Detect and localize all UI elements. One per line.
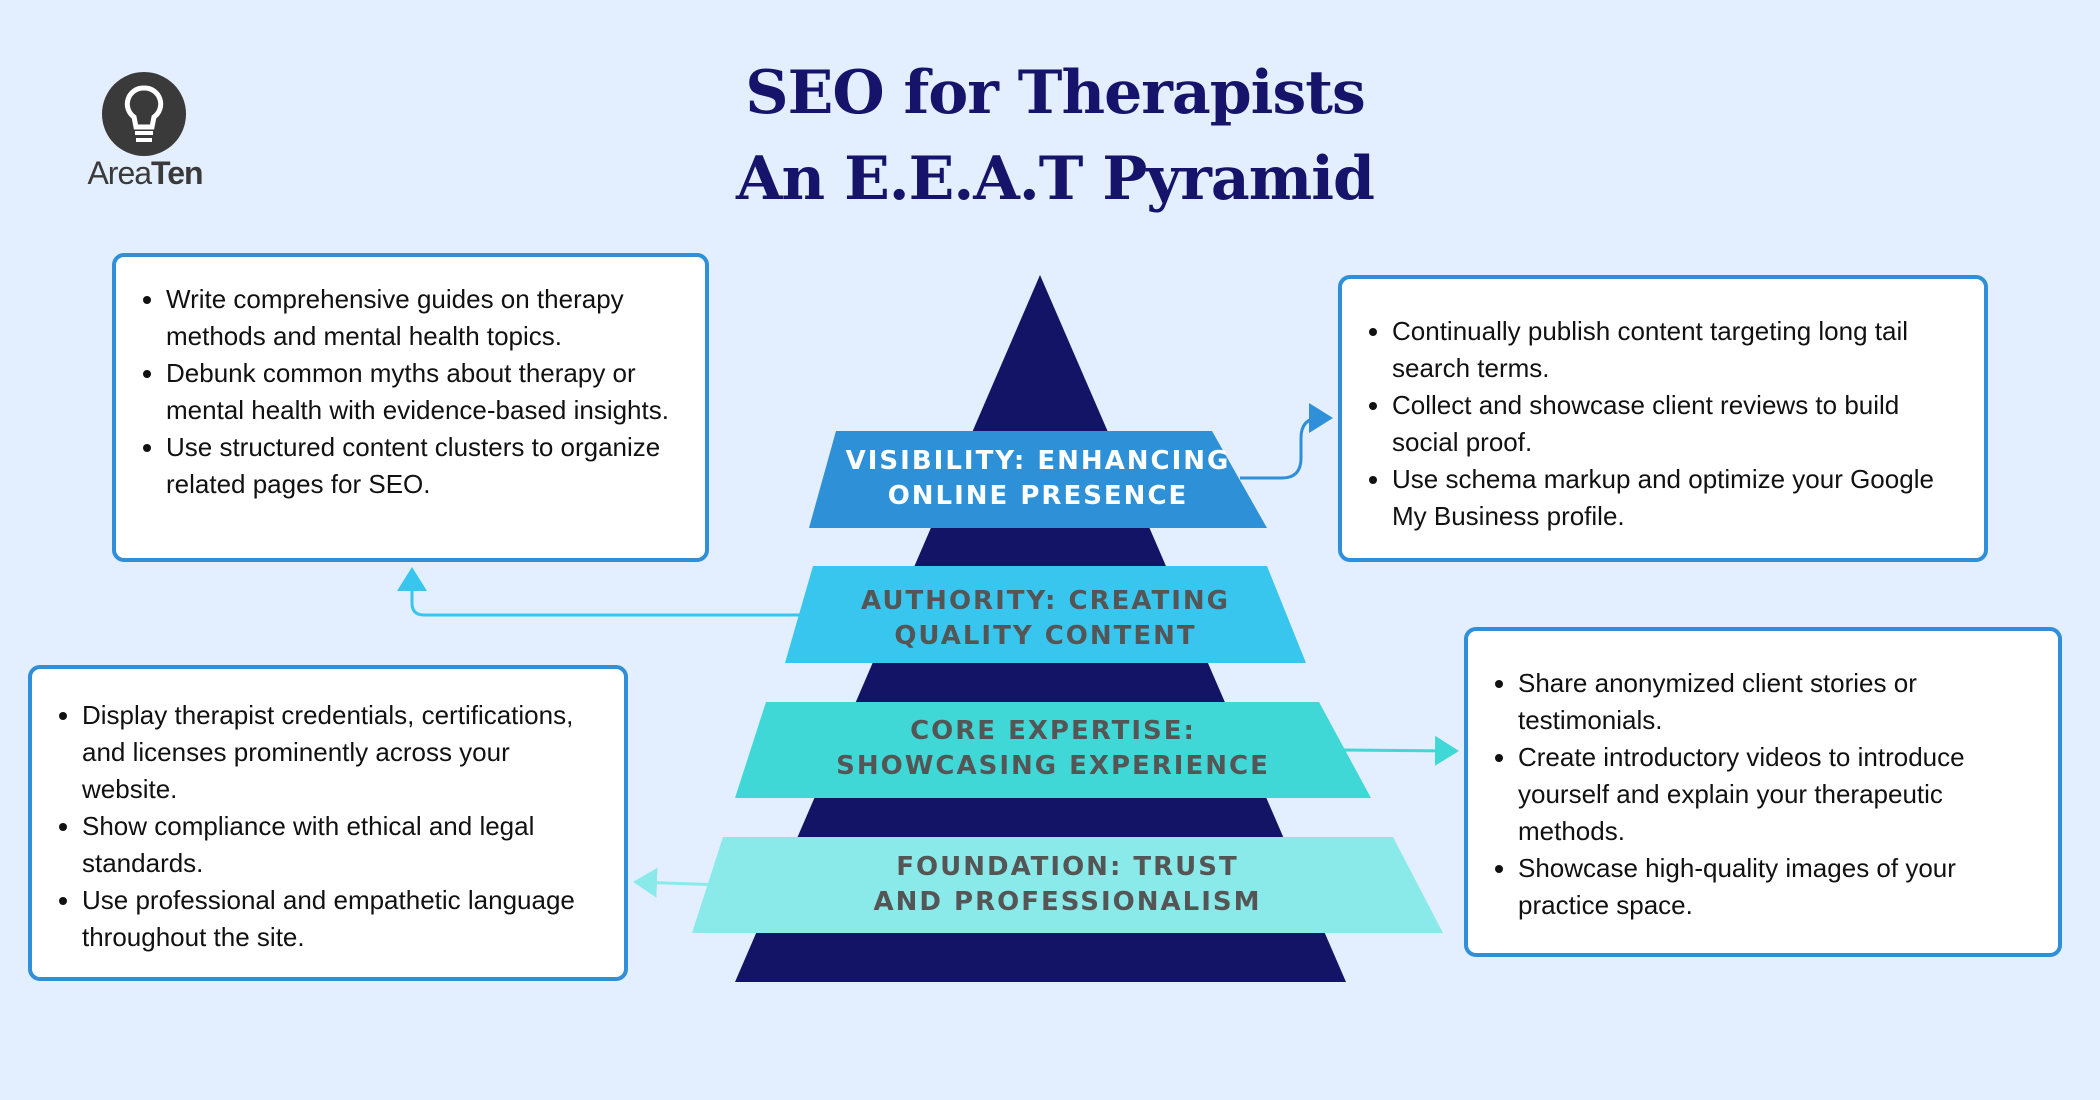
authority-tips-box: Write comprehensive guides on therapy me… [112,253,709,562]
lightbulb-icon [102,72,186,156]
list-item: Display therapist credentials, certifica… [82,697,604,808]
list-item: Use structured content clusters to organ… [166,429,685,503]
band-foundation [692,837,1443,933]
expertise-tips-box: Share anonymized client stories or testi… [1464,627,2062,957]
list-item: Use professional and empathetic language… [82,882,604,956]
list-item: Use schema markup and optimize your Goog… [1392,461,1968,535]
list-item: Collect and showcase client reviews to b… [1392,387,1968,461]
list-item: Share anonymized client stories or testi… [1518,665,2038,739]
band-authority [785,566,1306,663]
band-expertise [735,702,1371,798]
list-item: Continually publish content targeting lo… [1392,313,1968,387]
list-item: Write comprehensive guides on therapy me… [166,281,685,355]
list-item: Debunk common myths about therapy or men… [166,355,685,429]
band-visibility [809,431,1267,528]
visibility-tips-box: Continually publish content targeting lo… [1338,275,1988,562]
level-expertise: CORE EXPERTISE:SHOWCASING EXPERIENCE [836,716,1270,781]
logo-text: AreaTen [87,155,203,191]
connector-authority [397,567,810,617]
foundation-tips-box: Display therapist credentials, certifica… [28,665,628,981]
list-item: Create introductory videos to introduce … [1518,739,2038,850]
page-subtitle: An E.E.A.T Pyramid [736,144,1375,214]
list-item: Show compliance with ethical and legal s… [82,808,604,882]
connector-foundation [633,867,724,898]
connector-expertise [1342,735,1459,766]
list-item: Showcase high-quality images of your pra… [1518,850,2038,924]
page-title: SEO for Therapists [745,58,1366,128]
connector-visibility [1240,403,1333,480]
